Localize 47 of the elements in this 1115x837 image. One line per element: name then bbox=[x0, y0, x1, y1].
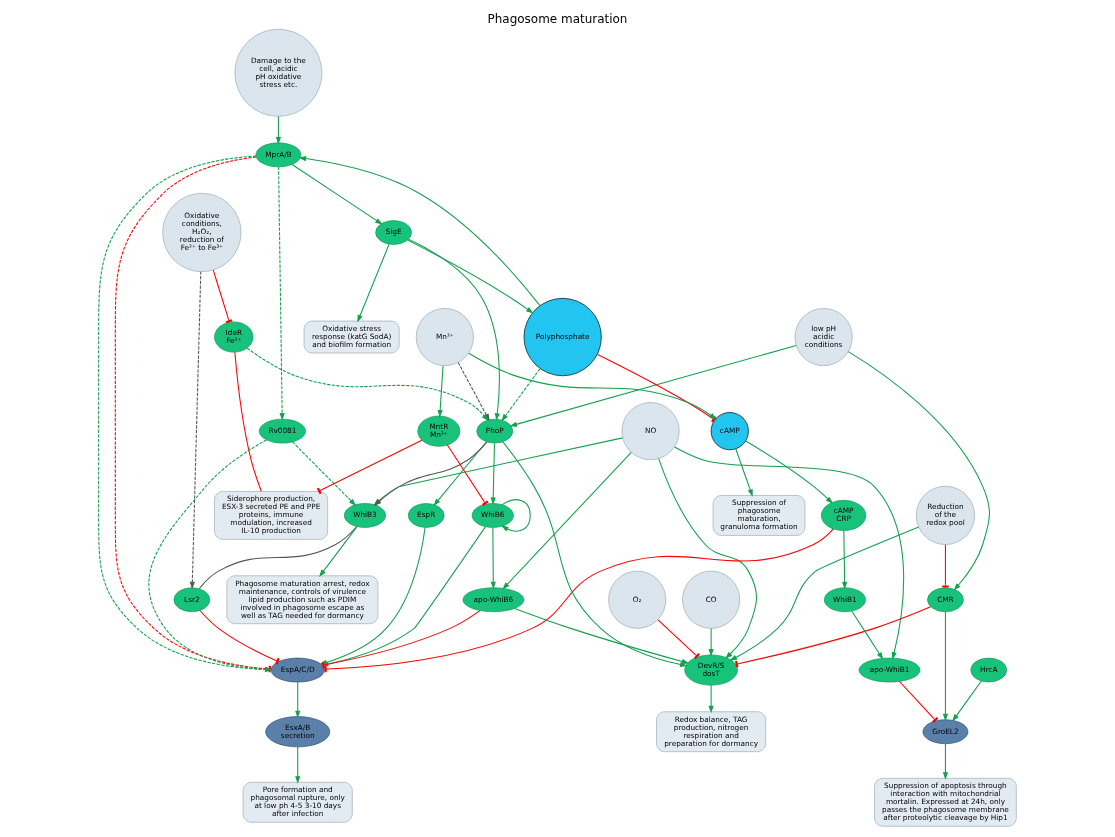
arrow bbox=[292, 441, 357, 506]
arrow bbox=[437, 365, 444, 418]
connector bbox=[735, 606, 932, 668]
arrow bbox=[295, 681, 301, 719]
diagram-title: Phagosome maturation bbox=[487, 12, 628, 26]
arrow bbox=[952, 680, 982, 722]
arrow bbox=[501, 368, 541, 422]
arrow bbox=[298, 156, 541, 306]
connector bbox=[316, 439, 423, 495]
connector bbox=[596, 353, 717, 423]
arrow bbox=[745, 440, 833, 504]
arrow bbox=[407, 239, 534, 314]
arrow bbox=[658, 458, 757, 659]
arrow bbox=[433, 441, 487, 506]
arrow bbox=[509, 344, 797, 427]
connector bbox=[898, 680, 939, 723]
connector bbox=[198, 525, 358, 590]
arrow bbox=[502, 451, 632, 590]
arrow bbox=[708, 684, 714, 714]
connector bbox=[323, 528, 834, 673]
arrow bbox=[319, 526, 358, 577]
arrow bbox=[357, 243, 390, 323]
connector bbox=[942, 544, 949, 589]
arrow bbox=[278, 166, 285, 421]
connector bbox=[199, 610, 280, 665]
connector bbox=[657, 619, 700, 660]
connector bbox=[212, 269, 233, 324]
arrow bbox=[295, 746, 301, 784]
arrow bbox=[500, 499, 531, 532]
connector bbox=[446, 444, 489, 506]
arrow bbox=[490, 526, 496, 590]
arrow bbox=[851, 610, 884, 660]
arrow bbox=[674, 446, 905, 660]
arrow bbox=[189, 271, 202, 590]
arrow bbox=[275, 115, 282, 145]
arrow bbox=[942, 611, 949, 722]
arrow bbox=[735, 448, 753, 497]
arrow bbox=[502, 441, 688, 668]
arrow bbox=[847, 351, 990, 591]
arrow bbox=[291, 164, 383, 225]
arrow bbox=[729, 526, 920, 661]
arrow bbox=[842, 530, 848, 590]
connector bbox=[234, 351, 262, 492]
arrow bbox=[514, 607, 690, 664]
arrow bbox=[490, 442, 496, 505]
arrow bbox=[942, 743, 949, 780]
arrow bbox=[708, 627, 714, 657]
